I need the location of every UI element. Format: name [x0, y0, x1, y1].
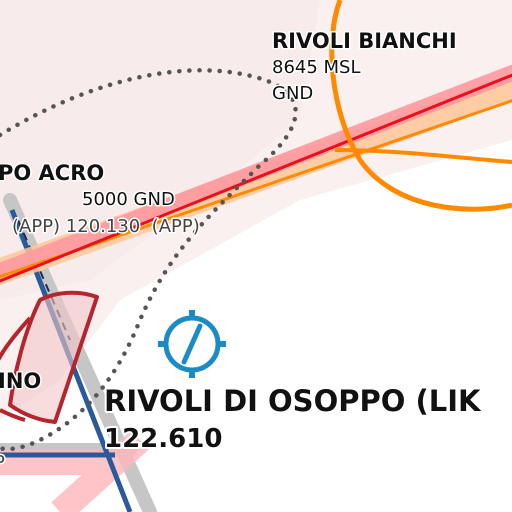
- orange-airspace-inner-line: [334, 148, 512, 164]
- rivoli-bianchi-name: RIVOLI BIANCHI: [272, 29, 457, 53]
- po-acro-frequency: (APP) 120.130 (APP): [12, 216, 200, 237]
- red-corridor-band: [0, 64, 512, 280]
- airport-name[interactable]: RIVOLI DI OSOPPO (LIK: [102, 382, 484, 420]
- rivoli-bianchi-lower-limit: GND: [272, 83, 313, 104]
- runway-centerline-dashes: [17, 219, 71, 341]
- ino-label-fragment: INO: [0, 369, 41, 393]
- dotted-airspace-boundary: [0, 68, 298, 452]
- po-acro-limits: 5000 GND: [82, 189, 175, 210]
- orange-airspace-circle: [329, 0, 512, 212]
- pink-bands: [0, 430, 149, 512]
- po-acro-name: PO ACRO: [0, 161, 104, 185]
- partial-glyph-bottom-left: P: [0, 452, 5, 473]
- airport-frequency: 122.610: [104, 424, 222, 454]
- rivoli-bianchi-upper-limit: 8645 MSL: [272, 57, 361, 78]
- maroon-arc-bottom: [0, 408, 26, 422]
- airport-runway-symbol-icon[interactable]: [158, 310, 226, 378]
- maroon-arc-left: [0, 316, 32, 361]
- maroon-sector-shape: [8, 290, 99, 424]
- red-corridor-line: [0, 73, 512, 283]
